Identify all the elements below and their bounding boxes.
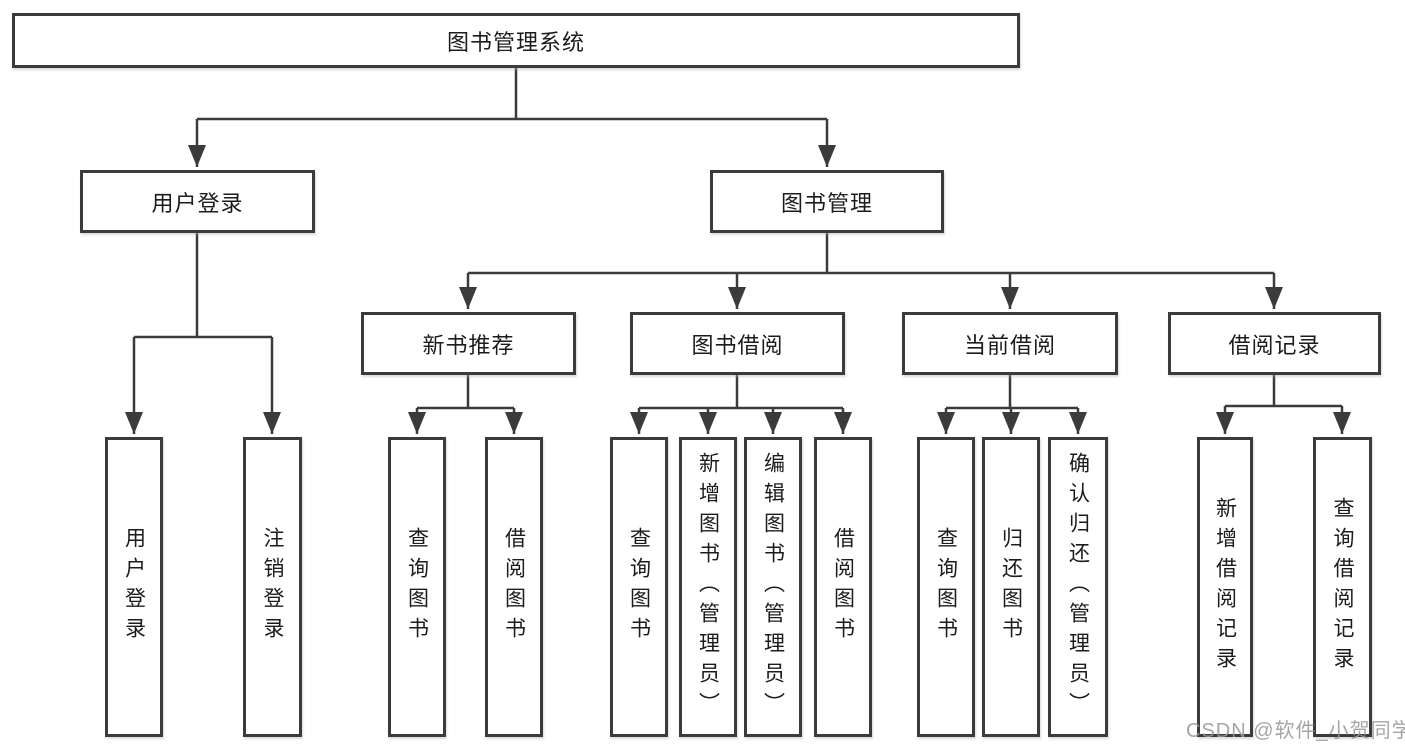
connector-user-login-children (125, 233, 281, 434)
node-query-borrow-record: 查询借阅记录 (1313, 437, 1372, 737)
node-user-login-leaf: 用户登录 (105, 437, 163, 737)
node-user-login: 用户登录 (80, 170, 315, 233)
node-library-system: 图书管理系统 (12, 13, 1020, 68)
node-add-book-admin: 新增图书（管理员） (679, 437, 737, 737)
node-logout: 注销登录 (243, 437, 302, 737)
node-borrow-books-recommend: 借阅图书 (485, 437, 543, 737)
connector-current-borrowing-children (937, 375, 1087, 434)
node-current-borrowing: 当前借阅 (902, 312, 1118, 375)
node-query-books-recommend: 查询图书 (388, 437, 446, 737)
node-add-borrow-record: 新增借阅记录 (1197, 437, 1253, 737)
csdn-watermark: CSDN @软件_小贺同学 (1186, 720, 1405, 742)
node-query-books-current: 查询图书 (917, 437, 975, 737)
connector-book-management-children (459, 233, 1283, 309)
connector-borrow-records-children (1216, 375, 1351, 434)
node-book-borrowing: 图书借阅 (630, 312, 845, 375)
node-query-books-borrowing: 查询图书 (610, 437, 668, 737)
node-return-books: 归还图书 (982, 437, 1040, 737)
connector-new-book-recommend-children (408, 375, 523, 434)
node-edit-book-admin: 编辑图书（管理员） (744, 437, 802, 737)
connector-root-to-level2 (188, 68, 836, 167)
node-borrow-books-leaf: 借阅图书 (814, 437, 872, 737)
node-new-book-recommend: 新书推荐 (361, 312, 576, 375)
node-book-management: 图书管理 (710, 170, 944, 233)
node-borrow-records: 借阅记录 (1168, 312, 1381, 375)
connector-book-borrowing-children (630, 375, 852, 434)
node-confirm-return-admin: 确认归还（管理员） (1048, 437, 1108, 737)
